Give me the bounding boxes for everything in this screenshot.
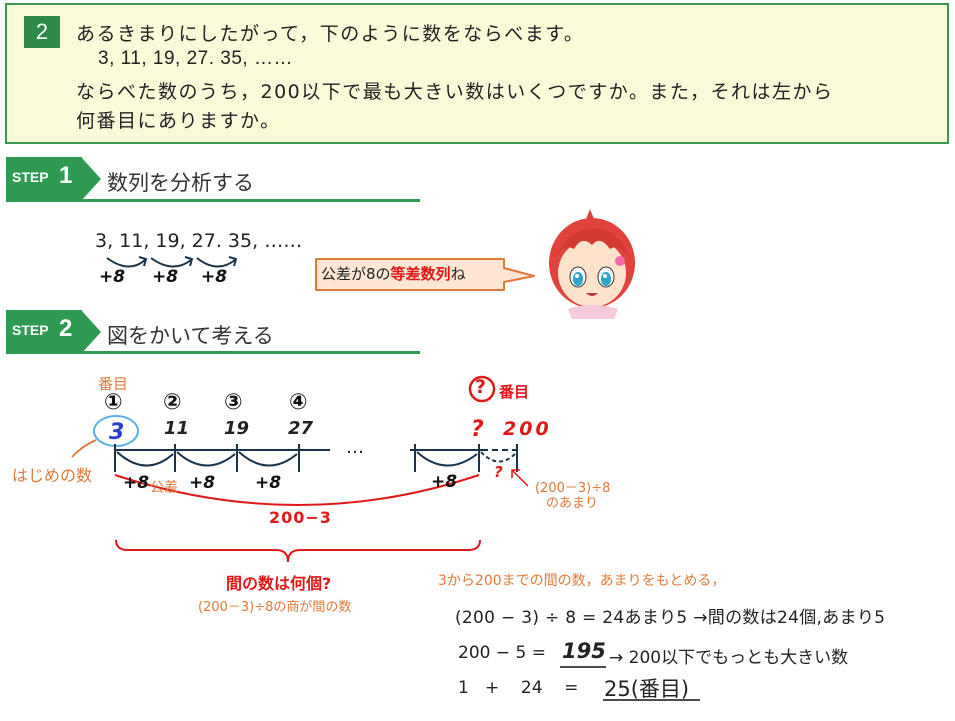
calc-line-2-left: 200 − 5 = (458, 643, 546, 663)
value-200: 200 (503, 418, 552, 440)
kousa-label: 公差 (150, 480, 178, 496)
q-circle-mark: ? (475, 376, 487, 398)
label-bango: 番目 (98, 375, 129, 393)
q-small: ? (494, 463, 503, 481)
step1-badge (6, 157, 82, 201)
amari-note-2: のあまり (546, 496, 599, 511)
amari-note-1: (200－3)÷8 (535, 481, 611, 496)
bubble-post: ね (450, 265, 466, 283)
step2-arrow-icon (81, 310, 101, 354)
bubble-text: 公差が8の等差数列ね (321, 263, 466, 284)
diff-label-1: +8 (123, 473, 150, 493)
problem-line-1: あるきまりにしたがって，下のように数をならべます。 (76, 23, 585, 45)
step2-number: 2 (59, 315, 73, 342)
calc-intro: 3から200までの間の数，あまりをもとめる， (438, 573, 726, 589)
speech-bubble (315, 258, 535, 291)
problem-line-4: 何番目にありますか。 (76, 110, 281, 132)
calc-line-3-answer: 25(番目) (604, 677, 690, 701)
ellipsis: … (346, 437, 364, 458)
step1-diff-3: +8 (201, 267, 228, 287)
step2-word: STEP (12, 322, 49, 338)
step2-underline (6, 351, 420, 354)
value-third: 19 (224, 418, 250, 439)
question-circle-icon (468, 375, 496, 403)
bubble-pre: 公差が8の (321, 265, 391, 283)
step1-word: STEP (12, 169, 49, 185)
step1-number: 1 (59, 162, 73, 189)
position-1: ① (104, 390, 123, 415)
problem-number: 2 (24, 16, 60, 48)
step1-title: 数列を分析する (107, 171, 254, 195)
question-count: 間の数は何個? (226, 574, 332, 593)
step1-diff-2: +8 (152, 267, 179, 287)
problem-box (5, 3, 949, 144)
hajime-label: はじめの数 (12, 466, 93, 485)
step2-title: 図をかいて考える (107, 324, 274, 348)
position-2: ② (163, 390, 182, 415)
step1-arcs (106, 256, 238, 268)
step1-arrow-icon (81, 157, 101, 201)
quotient-note: (200－3)÷8の商が間の数 (198, 600, 352, 615)
q-bango: 番目 (499, 383, 530, 401)
diff-label-3: +8 (255, 473, 282, 493)
step2-badge (6, 310, 82, 354)
value-fourth: 27 (288, 418, 314, 439)
step1-underline (6, 199, 420, 202)
problem-line-3: ならべた数のうち，200以下で最も大きい数はいくつですか。また，それは左から (76, 81, 834, 103)
value-second: 11 (164, 418, 190, 439)
step1-sequence: 3, 11, 19, 27. 35, …… (95, 230, 303, 252)
problem-sequence: 3, 11, 19, 27. 35, …… (98, 48, 293, 69)
position-3: ③ (224, 390, 243, 415)
diff-label-2: +8 (189, 473, 216, 493)
value-first: 3 (109, 420, 125, 445)
diff-200-3: 200−3 (269, 508, 332, 527)
calc-line-2-answer: 195 (562, 639, 606, 663)
step1-diff-1: +8 (99, 267, 126, 287)
diff-label-4: +8 (431, 472, 458, 492)
position-4: ④ (289, 390, 308, 415)
calc-line-3-left: 1 + 24 = (458, 678, 579, 698)
q-mark: ? (471, 417, 484, 442)
calc-line-1: (200 − 3) ÷ 8 = 24あまり5 →間の数は24個,あまり5 (455, 608, 886, 628)
bubble-emph: 等差数列 (390, 265, 451, 283)
calc-line-2-right: → 200以下でもっとも大きい数 (609, 648, 849, 668)
girl-character-icon (549, 209, 635, 319)
